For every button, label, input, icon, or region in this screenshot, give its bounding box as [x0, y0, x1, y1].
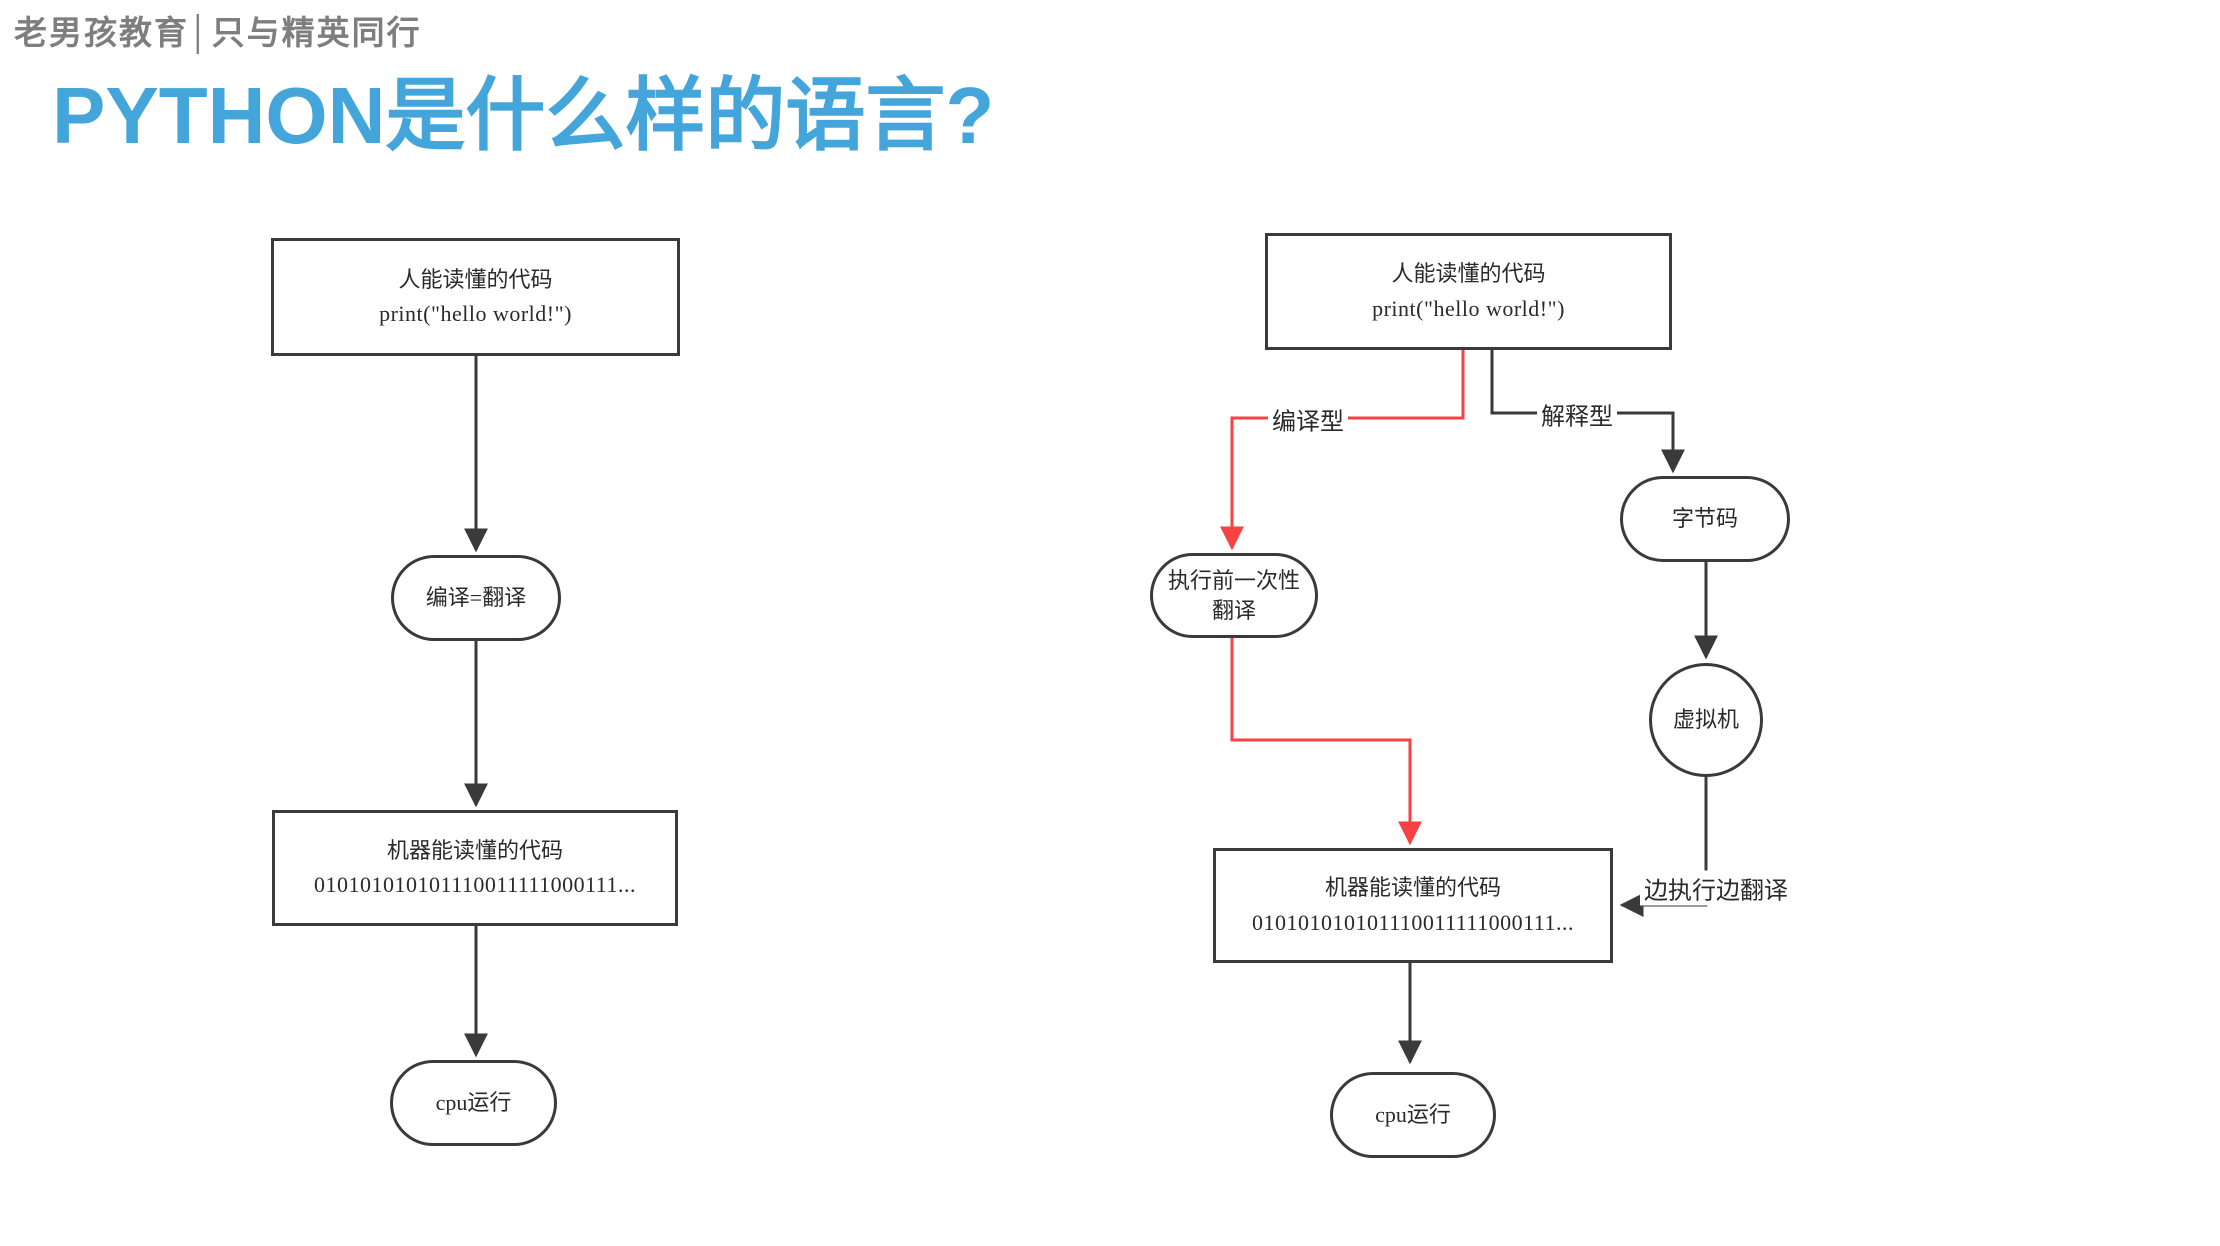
left-node-compile: 编译=翻译 [391, 555, 561, 641]
edge-right-compiled-branch [1220, 350, 1465, 551]
right-node-cpu-label: cpu运行 [1375, 1101, 1451, 1127]
right-node-pre-translate-line2: 翻译 [1211, 597, 1256, 623]
edge-label-compiled: 编译型 [1268, 401, 1348, 437]
edge-label-interpreted: 解释型 [1537, 396, 1617, 432]
right-node-machine-code: 机器能读懂的代码 010101010101110011111000111... [1213, 848, 1613, 963]
right-node-bytecode-label: 字节码 [1671, 505, 1738, 531]
right-node-bytecode: 字节码 [1620, 476, 1790, 562]
left-node-machine-code-line2: 010101010101110011111000111... [314, 872, 636, 897]
left-node-human-code-line2: print("hello world!") [379, 301, 572, 326]
brand-text: 老男孩教育│只与精英同行 [14, 14, 422, 51]
right-node-human-code-line1: 人能读懂的代码 [1391, 261, 1546, 287]
right-node-pre-translate: 执行前一次性 翻译 [1150, 553, 1318, 638]
left-node-cpu: cpu运行 [390, 1060, 557, 1146]
left-node-compile-label: 编译=翻译 [425, 584, 527, 610]
right-node-cpu: cpu运行 [1330, 1072, 1496, 1158]
right-node-human-code-line2: print("hello world!") [1372, 295, 1565, 321]
left-node-machine-code-line1: 机器能读懂的代码 [386, 837, 563, 863]
page-title: PYTHON是什么样的语言? [52, 71, 995, 160]
right-node-machine-code-line1: 机器能读懂的代码 [1324, 875, 1501, 901]
edge-label-exec-translate: 边执行边翻译 [1640, 870, 1792, 906]
right-node-human-code: 人能读懂的代码 print("hello world!") [1265, 233, 1672, 350]
edge-right-pretranslate-to-machine [1230, 638, 1422, 846]
left-node-human-code: 人能读懂的代码 print("hello world!") [271, 238, 680, 356]
right-node-machine-code-line2: 010101010101110011111000111... [1252, 909, 1574, 935]
left-node-cpu-label: cpu运行 [435, 1089, 512, 1115]
right-node-vm: 虚拟机 [1649, 663, 1763, 777]
right-node-vm-label: 虚拟机 [1672, 706, 1739, 732]
right-node-pre-translate-line1: 执行前一次性 [1167, 567, 1300, 593]
left-node-machine-code: 机器能读懂的代码 010101010101110011111000111... [272, 810, 678, 926]
left-node-human-code-line1: 人能读懂的代码 [398, 266, 553, 292]
